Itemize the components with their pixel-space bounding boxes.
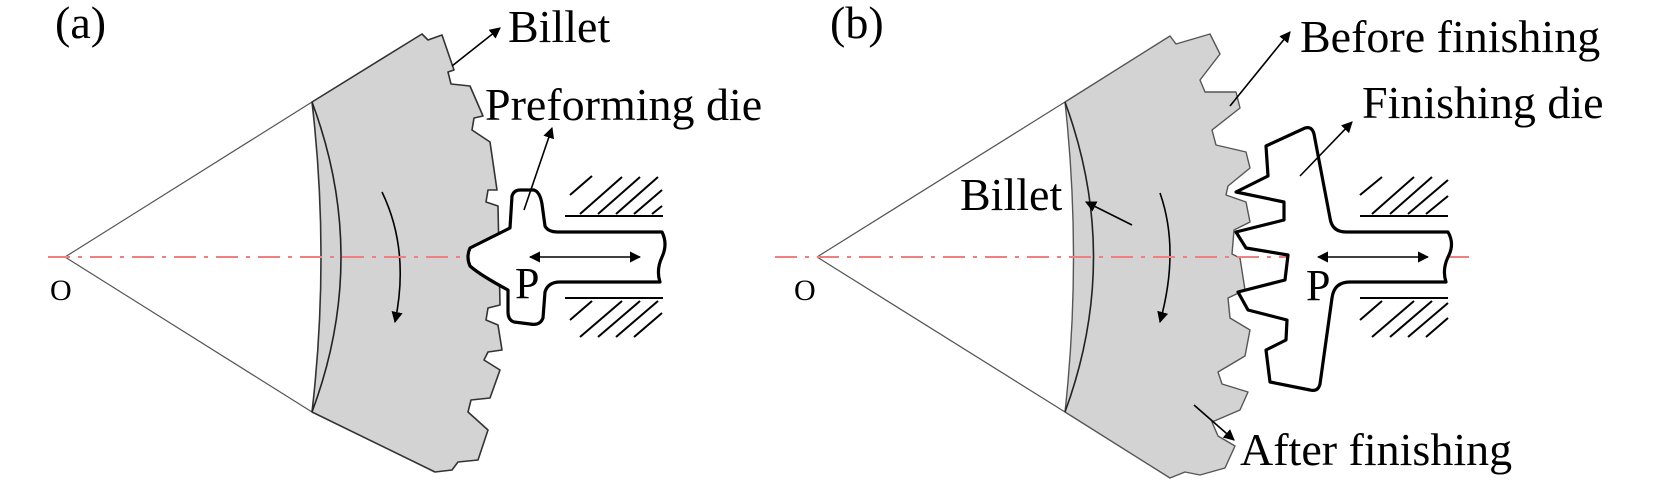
before-finishing-callout-arrow xyxy=(1229,31,1291,107)
billet-inner-arc xyxy=(1064,101,1095,413)
finishing-die-label: Finishing die xyxy=(1362,77,1604,128)
hatch-lower xyxy=(1359,297,1449,338)
hatch-upper xyxy=(1359,176,1449,217)
preforming-die-label: Preforming die xyxy=(485,79,762,130)
hatch-lower xyxy=(565,297,663,338)
after-finishing-callout-arrow xyxy=(1193,404,1235,441)
billet-gear-segment xyxy=(311,33,503,473)
after-finishing-label: After finishing xyxy=(1240,424,1512,475)
billet-callout-arrow xyxy=(451,27,501,67)
point-p-label: P xyxy=(1306,261,1330,310)
sector-ray-lower xyxy=(64,256,313,413)
sector-ray-upper xyxy=(816,101,1066,258)
rotation-arrow xyxy=(381,191,403,324)
hatch-upper xyxy=(565,175,663,217)
panel-a-label: (a) xyxy=(55,0,106,48)
origin-label: O xyxy=(50,274,72,307)
panel-a: (a) xyxy=(48,0,762,473)
die-callout-arrow xyxy=(523,126,555,211)
before-finishing-label: Before finishing xyxy=(1300,11,1600,62)
panel-b: (b) O P Before xyxy=(775,0,1604,479)
billet-label: Billet xyxy=(960,169,1062,220)
panel-b-label: (b) xyxy=(830,0,884,48)
rotation-arrow xyxy=(1157,192,1171,324)
point-p-label: P xyxy=(515,259,539,308)
finishing-die xyxy=(1234,126,1454,392)
sector-ray-lower xyxy=(816,256,1066,413)
origin-label: O xyxy=(794,274,816,307)
billet-callout-arrow xyxy=(1084,201,1133,226)
finishing-die-callout-arrow xyxy=(1299,121,1353,177)
sector-ray-upper xyxy=(64,101,313,258)
billet-inner-arc xyxy=(311,101,342,413)
billet-label: Billet xyxy=(508,1,610,52)
